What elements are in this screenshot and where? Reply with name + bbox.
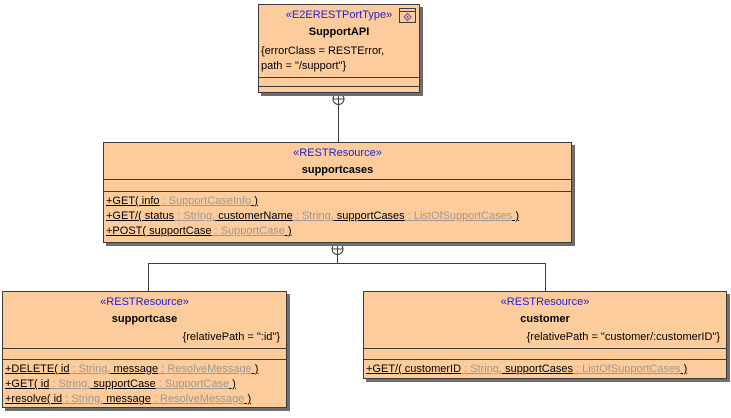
containment-circle-plus-icon xyxy=(332,93,345,105)
supportcases-stereotype-label: «RESTResource» xyxy=(293,147,382,159)
customer-operations-compartment: +GET/( customerID : String, supportCases… xyxy=(364,359,726,378)
containment-connector-supportcases-children[interactable] xyxy=(148,243,546,292)
supportcase-stereotype-label: «RESTResource» xyxy=(100,296,189,308)
supportapi-property-line: {errorClass = RESTError, xyxy=(261,45,385,57)
supportcases-operations-compartment: +GET( info : SupportCaseInfo ) +GET/( sta… xyxy=(104,191,571,242)
node-supportcases[interactable]: «RESTResource» supportcases +GET( info :… xyxy=(103,142,572,243)
operation-signature: +resolve( id : String, message : Resolve… xyxy=(5,393,252,405)
customer-name-compartment: «RESTResource» customer {relativePath = … xyxy=(364,292,726,348)
operation-signature: +GET/( customerID : String, supportCases… xyxy=(366,363,688,375)
supportcase-name-label: supportcase xyxy=(111,313,178,325)
supportcase-relative-path-label: {relativePath = ":id"} xyxy=(182,331,280,343)
supportcase-operations-compartment: +DELETE( id : String, message : ResolveM… xyxy=(3,359,286,407)
supportapi-property-line: path = "/support"} xyxy=(261,60,347,72)
operation-signature: +GET( info : SupportCaseInfo ) xyxy=(106,195,258,207)
node-supportcase[interactable]: «RESTResource» supportcase {relativePath… xyxy=(2,291,287,408)
supportapi-properties: {errorClass = RESTError, path = "/suppor… xyxy=(259,44,419,74)
supportapi-name-label: SupportAPI xyxy=(308,26,370,38)
supportcases-attributes-compartment xyxy=(104,179,571,191)
porttype-icon xyxy=(399,8,416,26)
customer-name-label: customer xyxy=(520,313,570,325)
supportapi-stereotype-label: «E2ERESTPortType» xyxy=(285,9,393,21)
operation-signature: +DELETE( id : String, message : ResolveM… xyxy=(5,363,259,375)
customer-attributes-compartment xyxy=(364,348,726,359)
supportapi-operations-compartment xyxy=(259,86,419,92)
operation-signature: +GET/( status : String, customerName : S… xyxy=(106,210,520,222)
supportapi-name-compartment: «E2ERESTPortType» SupportAPI {errorClass… xyxy=(259,5,419,77)
supportcase-name-compartment: «RESTResource» supportcase {relativePath… xyxy=(3,292,286,348)
operation-signature: +GET( id : String, supportCase : Support… xyxy=(5,378,236,390)
containment-connector-supportapi-supportcases[interactable] xyxy=(332,93,345,143)
customer-relative-path-label: {relativePath = "customer/:customerID"} xyxy=(526,331,720,343)
operation-signature: +POST( supportCase : SupportCase ) xyxy=(106,225,292,237)
supportcases-name-label: supportcases xyxy=(301,164,374,176)
supportapi-attributes-compartment xyxy=(259,77,419,86)
customer-stereotype-label: «RESTResource» xyxy=(500,296,590,308)
supportcase-attributes-compartment xyxy=(3,348,286,359)
containment-circle-plus-icon xyxy=(331,243,344,255)
supportcases-name-compartment: «RESTResource» supportcases xyxy=(104,143,571,179)
node-supportapi[interactable]: «E2ERESTPortType» SupportAPI {errorClass… xyxy=(258,4,420,93)
node-customer[interactable]: «RESTResource» customer {relativePath = … xyxy=(363,291,727,379)
